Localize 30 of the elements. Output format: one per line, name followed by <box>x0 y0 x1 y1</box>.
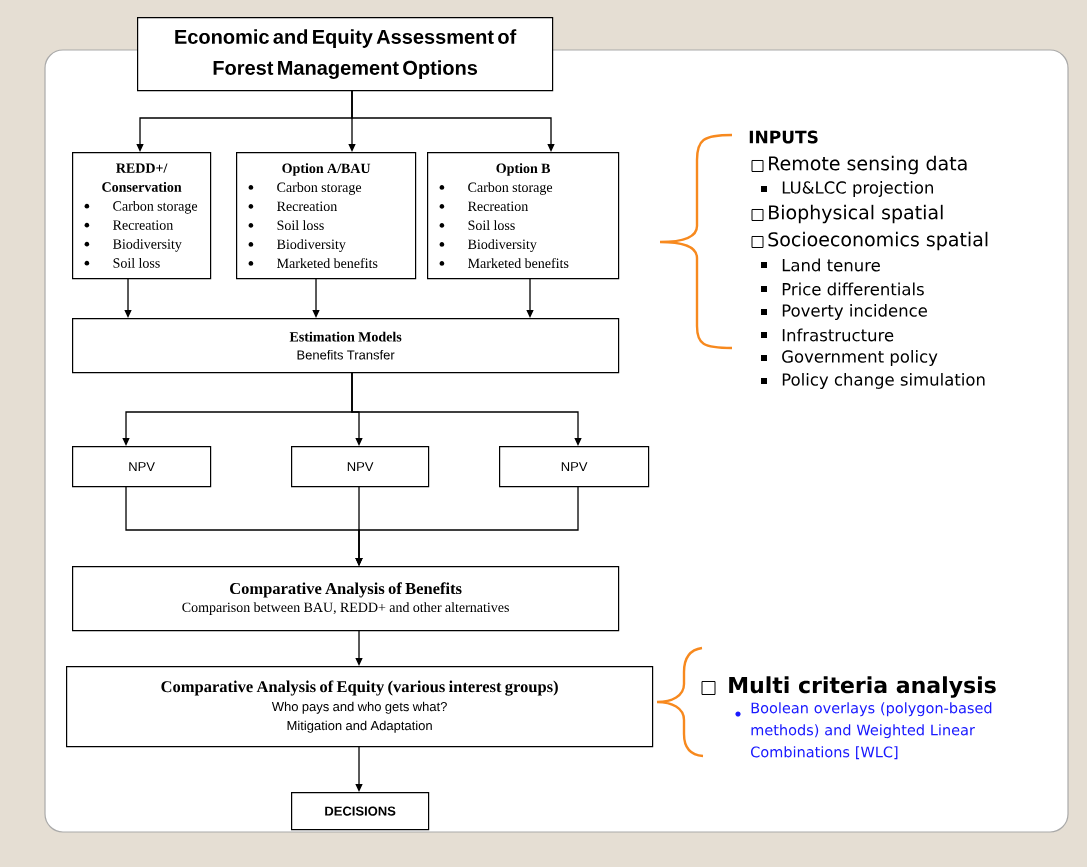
option-box: Option A/BAU Carbon storage Recreation Soil loss Biodiversity Marketed benefits <box>236 152 417 280</box>
npv-box: NPV <box>72 446 212 488</box>
list-item: Socioeconomics spatial <box>768 231 988 251</box>
npv-box: NPV <box>291 446 430 488</box>
option-box: REDD+/ Conservation Carbon storage Recreation Biodiversity Soil loss <box>72 152 212 280</box>
list-item: Price differentials <box>782 282 924 296</box>
arrow <box>526 277 534 318</box>
arrow <box>124 277 132 318</box>
npv-box: NPV <box>499 446 650 488</box>
list-item: Remote sensing data <box>769 155 967 175</box>
list-item: Land tenure <box>782 258 880 272</box>
arrow <box>351 89 555 152</box>
process-box: Comparative Analysis of Equity (various interest groups) Who pays and who gets what? Mitigation and Adaptation <box>66 666 654 748</box>
arrow <box>351 371 582 446</box>
option-box: Option B Carbon storage Recreation Soil loss Biodiversity Marketed benefits <box>427 152 620 280</box>
decision-box: DECISIONS <box>291 792 430 831</box>
process-box: Comparative Analysis of Benefits Comparison between BAU, REDD+ and other alternatives <box>72 566 620 632</box>
list-item: Poverty incidence <box>782 304 927 320</box>
heading-text: Multi criteria analysis <box>729 676 996 698</box>
list-item: Government policy <box>782 350 938 366</box>
list-item: Biophysical spatial <box>769 204 943 224</box>
list-item: Infrastructure <box>782 328 894 342</box>
title-box: Economic and Equity Assessment of Forest Management Options <box>137 17 554 92</box>
list-item: Boolean overlays (polygon-based methods) and Weighted Linear Combinations [WLC] <box>751 702 992 760</box>
list-item: Policy change simulation <box>782 373 985 389</box>
process-box: Estimation Models Benefits Transfer <box>72 318 620 374</box>
arrow <box>355 485 579 566</box>
list-item: LU&LCC projection <box>782 181 933 197</box>
arrow <box>312 277 320 318</box>
heading-text: INPUTS <box>749 130 818 144</box>
